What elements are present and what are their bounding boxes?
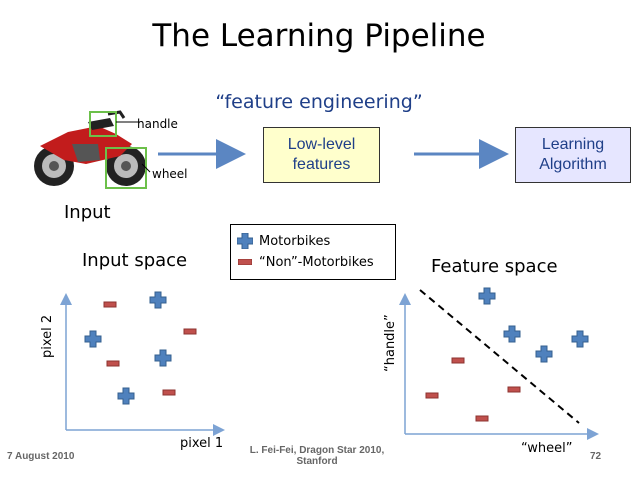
handle-label: handle (137, 117, 178, 131)
input-space-title: Input space (82, 250, 188, 271)
minus-marker (425, 392, 439, 399)
feature-xlabel: “wheel” (521, 441, 573, 456)
legend: Motorbikes “Non”-Motorbikes (230, 224, 396, 280)
minus-marker (507, 386, 521, 393)
minus-marker (106, 360, 120, 367)
minus-marker (103, 301, 117, 308)
lowlevel-line2: features (292, 156, 351, 173)
feature-engineering-label: “feature engineering” (215, 91, 423, 113)
minus-marker (475, 415, 489, 422)
plus-marker (571, 330, 589, 348)
footer-author: L. Fei-Fei, Dragon Star 2010, Stanford (232, 445, 402, 467)
legend-plus-icon (237, 233, 253, 249)
feature-ylabel: “handle” (383, 314, 398, 372)
lowlevel-features-box: Low-level features (263, 127, 380, 183)
plus-marker (84, 330, 102, 348)
plus-marker (149, 291, 167, 309)
decision-boundary (419, 289, 580, 424)
input-ylabel: pixel 2 (40, 314, 55, 358)
learning-algorithm-box: Learning Algorithm (515, 127, 631, 183)
motorbike-image (34, 110, 151, 189)
plus-marker (478, 287, 496, 305)
plus-marker (535, 345, 553, 363)
feature-space-title: Feature space (431, 256, 558, 277)
plus-marker (503, 325, 521, 343)
plus-marker (154, 349, 172, 367)
slide-title: The Learning Pipeline (152, 18, 486, 54)
footer-date: 7 August 2010 (7, 451, 75, 462)
lowlevel-line1: Low-level (287, 136, 356, 153)
legend-minus-icon (238, 259, 252, 265)
minus-marker (162, 389, 176, 396)
learning-line2: Algorithm (539, 156, 607, 173)
footer-page-number: 72 (590, 451, 602, 462)
input-label: Input (64, 202, 111, 223)
minus-marker (451, 357, 465, 364)
plus-marker (117, 387, 135, 405)
footer-author-line1: L. Fei-Fei, Dragon Star 2010, (249, 445, 385, 456)
legend-non-motorbikes-label: “Non”-Motorbikes (259, 255, 374, 270)
input-xlabel: pixel 1 (180, 436, 224, 451)
wheel-label: wheel (152, 167, 188, 181)
legend-motorbikes-label: Motorbikes (259, 234, 331, 249)
minus-marker (183, 328, 197, 335)
footer-author-line2: Stanford (296, 456, 338, 467)
learning-line1: Learning (541, 136, 605, 153)
